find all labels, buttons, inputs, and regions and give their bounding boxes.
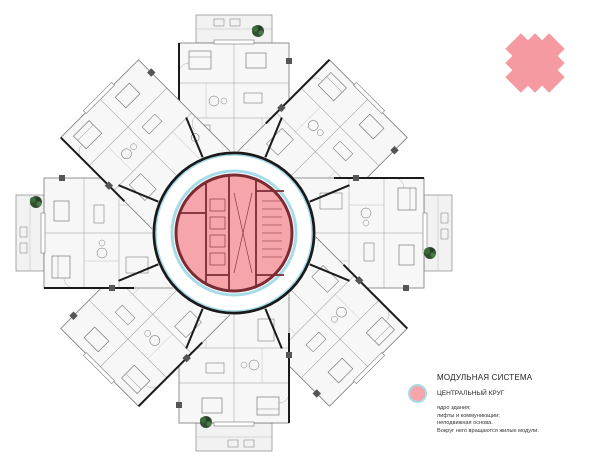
- tree-icon: [252, 25, 264, 37]
- legend-description-line: Вокруг него вращаются жилые модули.: [437, 427, 539, 434]
- pink-circle-icon: [408, 384, 427, 403]
- legend-item-label: ЦЕНТРАЛЬНЫЙ КРУГ: [437, 390, 505, 397]
- legend-description-line: неподвижная основа.: [437, 420, 493, 427]
- legend-title: МОДУЛЬНАЯ СИСТЕМА: [437, 373, 533, 382]
- legend-description-line: лифты и коммуникации;: [437, 412, 500, 419]
- legend-description-line: ядро здания;: [437, 405, 471, 411]
- tree-icon: [30, 196, 42, 208]
- tree-icon: [424, 247, 436, 259]
- modular-cross-icon: [505, 33, 565, 93]
- central-core: [174, 173, 294, 293]
- legend-description: ядро здания; лифты и коммуникации; непод…: [437, 405, 539, 435]
- residential-modules: [15, 14, 453, 452]
- tree-icon: [200, 416, 212, 428]
